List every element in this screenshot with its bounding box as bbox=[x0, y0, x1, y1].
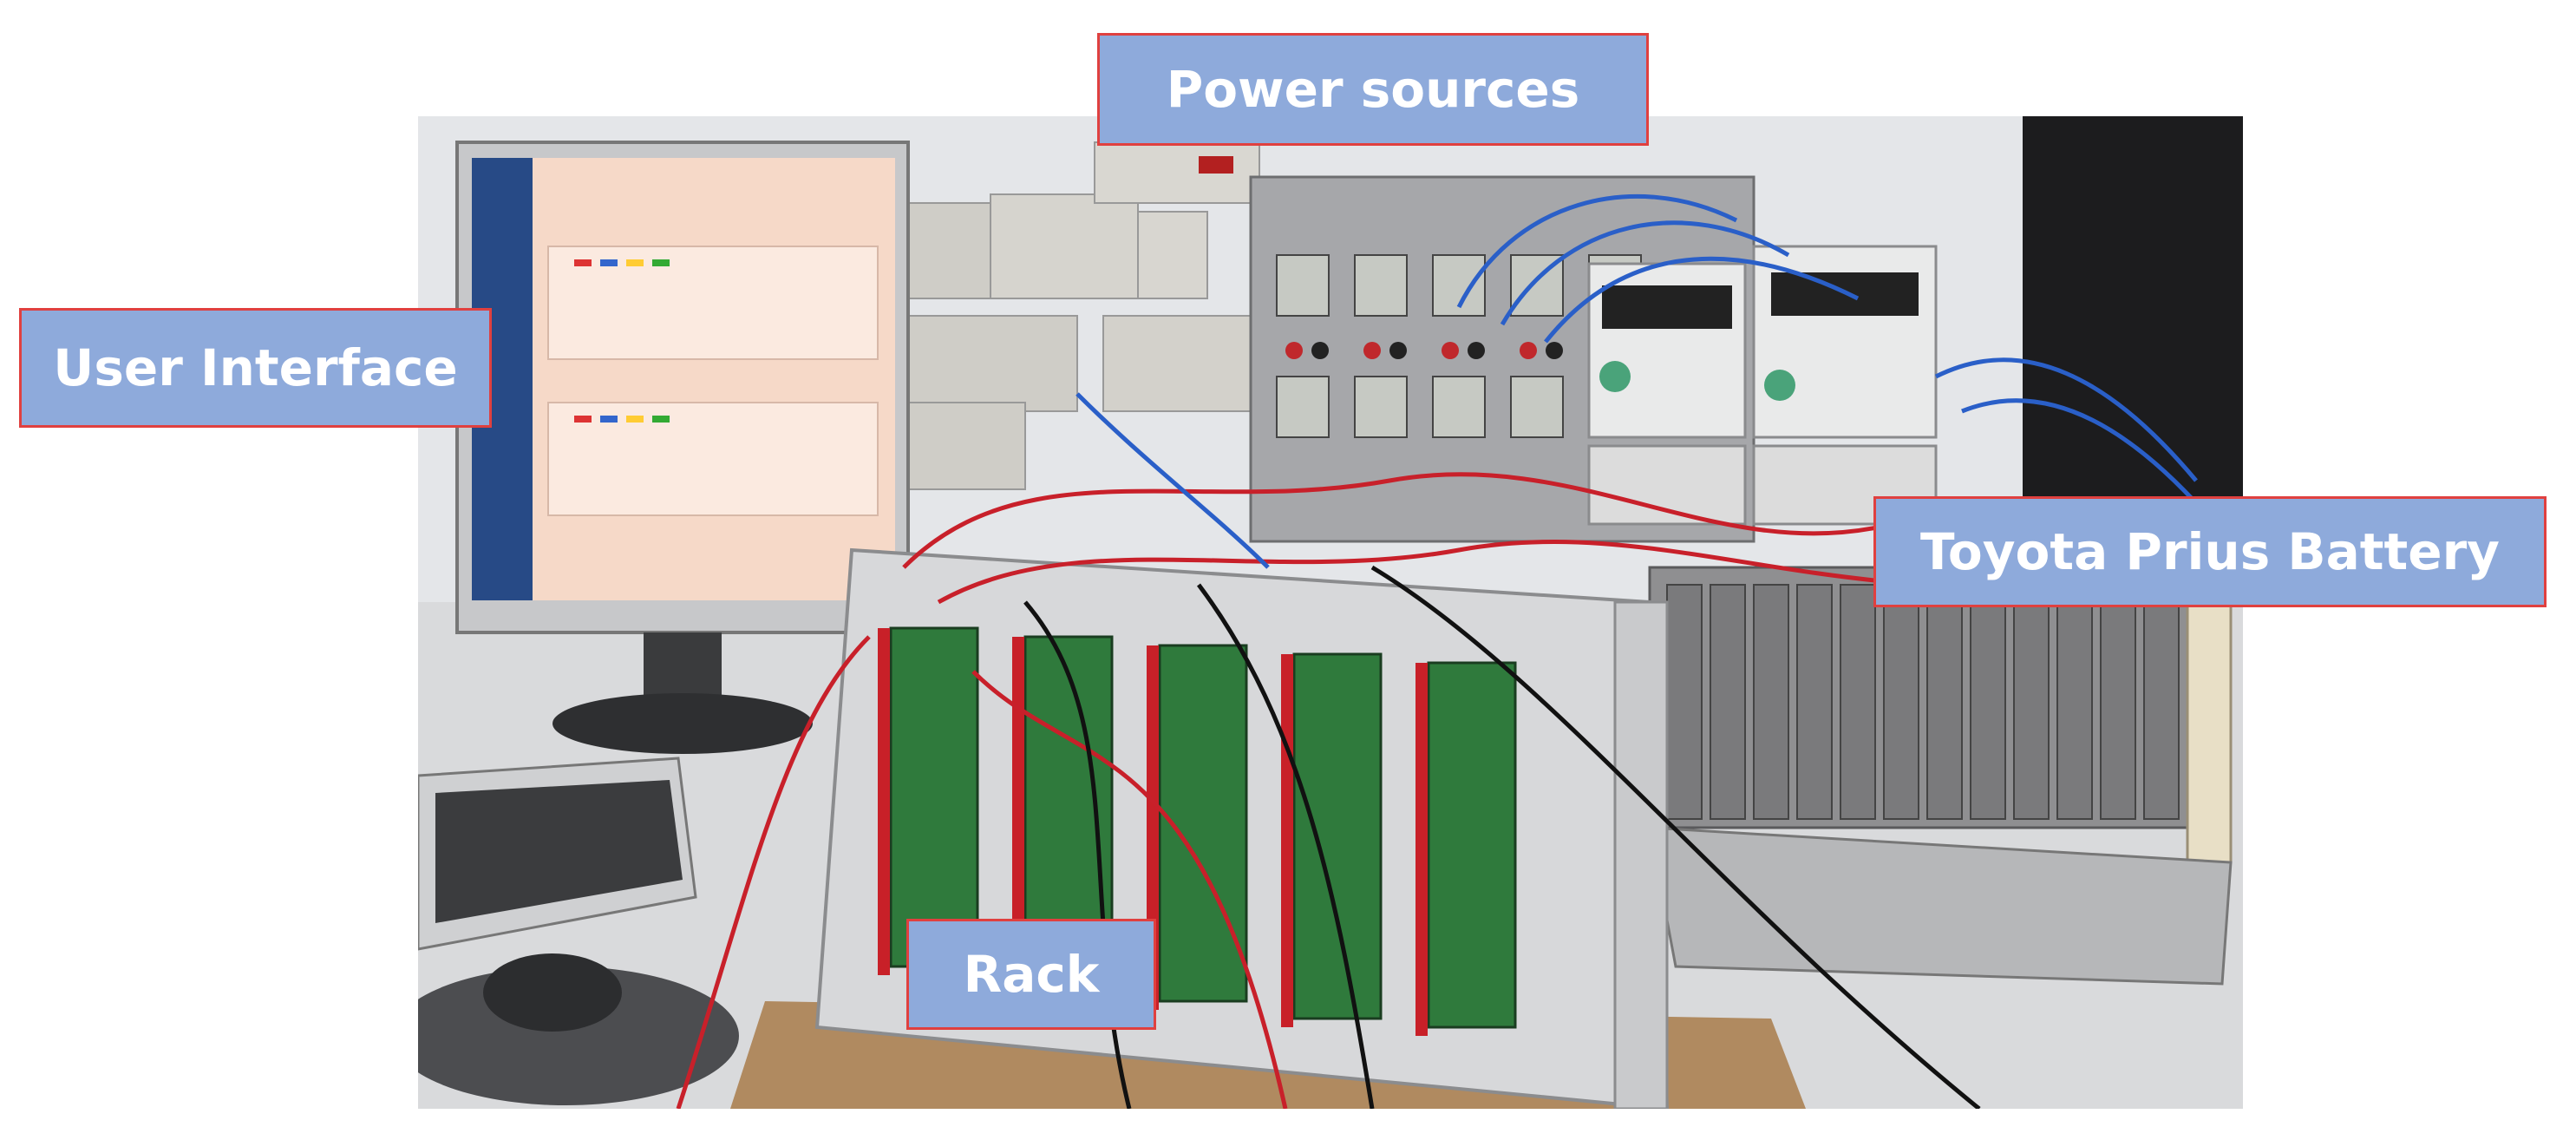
photo-illustration bbox=[418, 116, 2243, 1109]
power-sources-label: Power sources bbox=[1097, 33, 1649, 146]
monitor-screen bbox=[472, 158, 895, 600]
front-power-supplies bbox=[1587, 245, 1938, 526]
cables bbox=[676, 194, 2224, 1109]
lab-setup-photo bbox=[418, 116, 2243, 1109]
computer-monitor bbox=[455, 141, 910, 754]
battery-pack bbox=[1648, 566, 2233, 986]
power-supply-stack-back bbox=[842, 141, 1278, 490]
keyboard-and-mouse bbox=[418, 757, 739, 1105]
toyota-prius-battery-label: Toyota Prius Battery bbox=[1873, 496, 2547, 607]
user-interface-label: User Interface bbox=[19, 308, 492, 428]
rack-label: Rack bbox=[906, 919, 1156, 1030]
